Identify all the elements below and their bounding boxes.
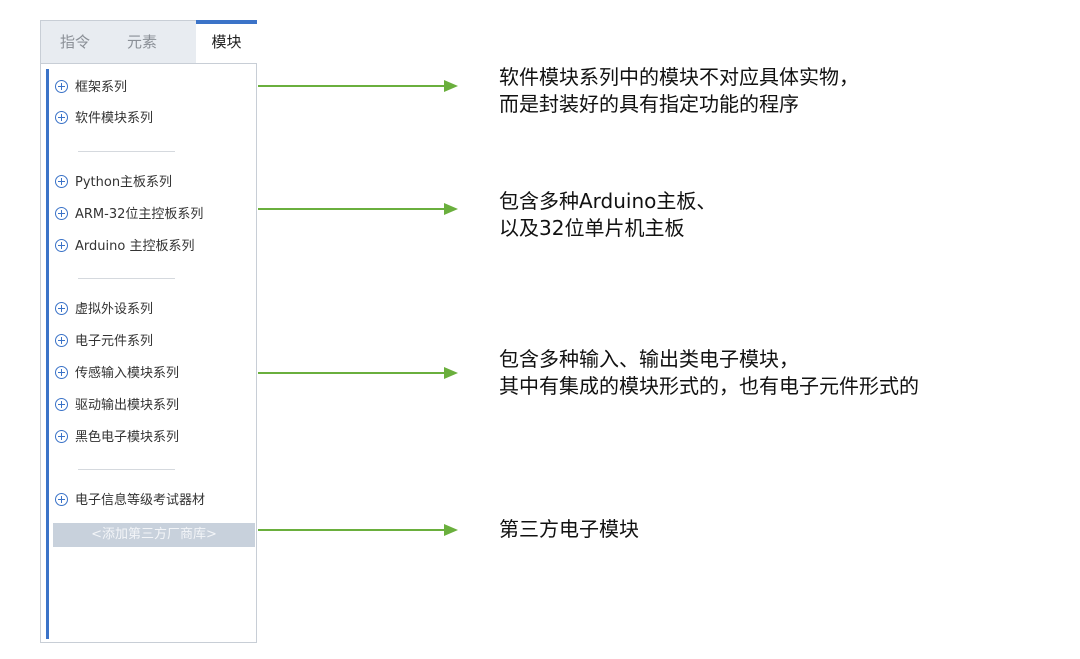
annotation-line: 而是封装好的具有指定功能的程序 bbox=[499, 92, 799, 116]
expand-plus-icon[interactable] bbox=[55, 493, 68, 506]
list-item-label: 电子元件系列 bbox=[75, 334, 154, 349]
list-item-label: Arduino 主控板系列 bbox=[75, 239, 195, 254]
list-item-driver-output-modules[interactable]: 驱动输出模块系列 bbox=[55, 395, 179, 417]
annotation-line: 包含多种输入、输出类电子模块， bbox=[499, 347, 799, 371]
arrow-icon bbox=[258, 203, 458, 215]
list-item-label: 驱动输出模块系列 bbox=[75, 398, 180, 413]
module-panel: 指令 元素 模块 框架系列 软件模块系列 Python主板系列 ARM-32位主… bbox=[40, 20, 257, 643]
arrow-icon bbox=[258, 524, 458, 536]
list-item-label: Python主板系列 bbox=[75, 175, 173, 190]
list-item-label: 框架系列 bbox=[75, 80, 128, 95]
annotation-line: 其中有集成的模块形式的，也有电子元件形式的 bbox=[499, 374, 919, 398]
list-item-frame-series[interactable]: 框架系列 bbox=[55, 77, 127, 99]
annotation-line: 软件模块系列中的模块不对应具体实物， bbox=[499, 65, 859, 89]
arrow-icon bbox=[258, 367, 458, 379]
list-item-label: 传感输入模块系列 bbox=[75, 366, 180, 381]
list-item-label: ARM-32位主控板系列 bbox=[75, 207, 204, 222]
expand-plus-icon[interactable] bbox=[55, 430, 68, 443]
list-item-label: 黑色电子模块系列 bbox=[75, 430, 180, 445]
expand-plus-icon[interactable] bbox=[55, 239, 68, 252]
tab-modules[interactable]: 模块 bbox=[196, 20, 257, 63]
list-item-arm32-boards[interactable]: ARM-32位主控板系列 bbox=[55, 204, 203, 226]
expand-plus-icon[interactable] bbox=[55, 398, 68, 411]
list-item-exam-equipment[interactable]: 电子信息等级考试器材 bbox=[55, 490, 205, 512]
annotation-line: 以及32位单片机主板 bbox=[499, 216, 685, 240]
tab-bar: 指令 元素 模块 bbox=[41, 20, 257, 64]
list-item-black-electronic-modules[interactable]: 黑色电子模块系列 bbox=[55, 427, 179, 449]
expand-plus-icon[interactable] bbox=[55, 334, 68, 347]
annotation-third-party: 第三方电子模块 bbox=[499, 516, 639, 543]
expand-plus-icon[interactable] bbox=[55, 80, 68, 93]
tab-instructions[interactable]: 指令 bbox=[59, 33, 90, 51]
divider bbox=[78, 469, 175, 470]
annotation-arduino-boards: 包含多种Arduino主板、 以及32位单片机主板 bbox=[499, 188, 716, 242]
list-item-software-modules[interactable]: 软件模块系列 bbox=[55, 108, 153, 130]
annotation-line: 第三方电子模块 bbox=[499, 517, 639, 541]
tab-elements[interactable]: 元素 bbox=[126, 33, 157, 51]
divider bbox=[78, 151, 175, 152]
list-item-virtual-peripherals[interactable]: 虚拟外设系列 bbox=[55, 299, 153, 321]
annotation-electronic-modules: 包含多种输入、输出类电子模块， 其中有集成的模块形式的，也有电子元件形式的 bbox=[499, 346, 919, 400]
list-item-arduino-boards[interactable]: Arduino 主控板系列 bbox=[55, 236, 194, 258]
arrow-icon bbox=[258, 80, 458, 92]
list-item-electronic-components[interactable]: 电子元件系列 bbox=[55, 331, 153, 353]
expand-plus-icon[interactable] bbox=[55, 207, 68, 220]
expand-plus-icon[interactable] bbox=[55, 302, 68, 315]
annotation-software-modules: 软件模块系列中的模块不对应具体实物， 而是封装好的具有指定功能的程序 bbox=[499, 64, 859, 118]
active-indicator-bar bbox=[46, 69, 49, 639]
module-list: 框架系列 软件模块系列 Python主板系列 ARM-32位主控板系列 Ardu… bbox=[41, 21, 256, 641]
list-item-label: 软件模块系列 bbox=[75, 111, 154, 126]
list-item-python-boards[interactable]: Python主板系列 bbox=[55, 172, 172, 194]
expand-plus-icon[interactable] bbox=[55, 366, 68, 379]
divider bbox=[78, 278, 175, 279]
list-item-label: 虚拟外设系列 bbox=[75, 302, 154, 317]
expand-plus-icon[interactable] bbox=[55, 175, 68, 188]
expand-plus-icon[interactable] bbox=[55, 111, 68, 124]
list-item-label: 电子信息等级考试器材 bbox=[75, 493, 206, 508]
add-vendor-library-button[interactable]: <添加第三方厂商库> bbox=[53, 523, 255, 547]
annotation-line: 包含多种Arduino主板、 bbox=[499, 189, 717, 213]
list-item-sensor-input-modules[interactable]: 传感输入模块系列 bbox=[55, 363, 179, 385]
